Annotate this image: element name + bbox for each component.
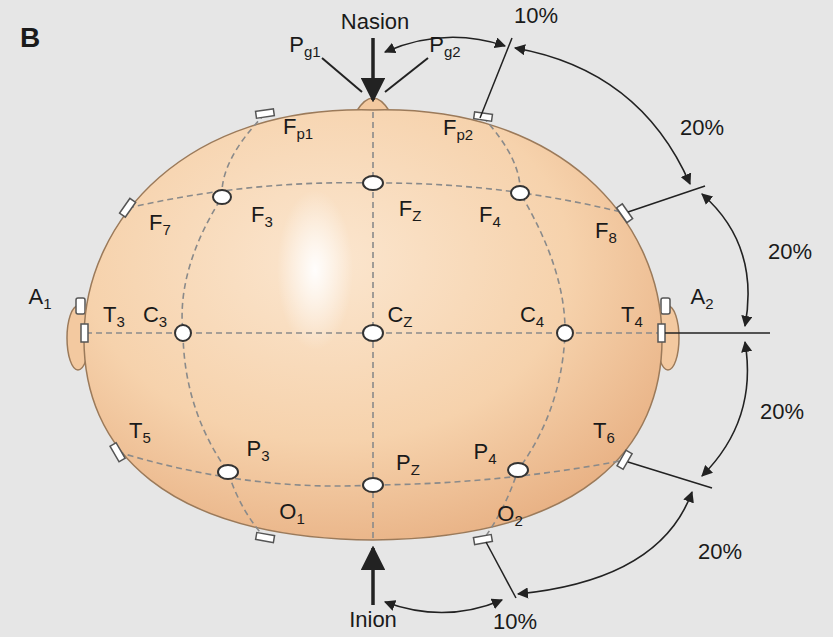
electrode-label: O1 (279, 501, 304, 530)
electrode-label: C3 (143, 304, 167, 333)
panel-letter: B (20, 24, 40, 52)
subscript: 4 (488, 450, 496, 467)
subscript: Z (403, 313, 412, 330)
electrode-label: T3 (103, 304, 125, 333)
percent-label: 10% (493, 611, 537, 633)
subscript: 7 (163, 221, 171, 238)
electrode-label: F3 (251, 204, 273, 233)
subscript: 3 (265, 213, 273, 230)
subscript: 2 (705, 295, 713, 312)
electrode-label: F4 (479, 204, 501, 233)
electrode-label: F7 (149, 212, 171, 241)
subscript: Z (412, 207, 421, 224)
subscript: 8 (609, 229, 617, 246)
electrode-label: T5 (129, 420, 151, 449)
subscript: 3 (117, 313, 125, 330)
electrode-label: O2 (497, 503, 522, 532)
subscript: 4 (493, 213, 501, 230)
electrode-label: P3 (246, 438, 269, 467)
electrode-label: T4 (621, 304, 643, 333)
landmark-label: Inion (349, 609, 397, 631)
subscript: 1 (43, 295, 51, 312)
electrode-label: Pg1 (289, 34, 320, 63)
electrode-label: F8 (595, 220, 617, 249)
subscript: 4 (536, 313, 544, 330)
electrode-label: C4 (520, 304, 544, 333)
electrode-label: FZ (399, 198, 422, 227)
electrode-label: CZ (387, 304, 412, 333)
electrode-label: Pg2 (429, 34, 460, 63)
electrode-label: T6 (593, 420, 615, 449)
subscript: p2 (456, 126, 473, 143)
subscript: g1 (304, 43, 321, 60)
landmark-label: Nasion (341, 11, 409, 33)
subscript: Z (411, 461, 420, 478)
electrode-label: A2 (690, 286, 713, 315)
subscript: 5 (143, 429, 151, 446)
percent-label: 20% (760, 401, 804, 423)
subscript: 4 (635, 313, 643, 330)
electrode-label: Fp1 (283, 116, 313, 145)
electrode-label: PZ (396, 452, 420, 481)
subscript: p1 (296, 125, 313, 142)
subscript: 3 (261, 447, 269, 464)
subscript: 1 (296, 510, 304, 527)
subscript: 3 (159, 313, 167, 330)
subscript: 6 (607, 429, 615, 446)
subscript: 2 (514, 512, 522, 529)
percent-label: 10% (514, 5, 558, 27)
subscript: g2 (444, 43, 461, 60)
percent-label: 20% (680, 117, 724, 139)
electrode-label: P4 (473, 441, 496, 470)
percent-label: 20% (768, 241, 812, 263)
electrode-label: Fp2 (443, 117, 473, 146)
percent-label: 20% (698, 541, 742, 563)
electrode-label: A1 (28, 286, 51, 315)
